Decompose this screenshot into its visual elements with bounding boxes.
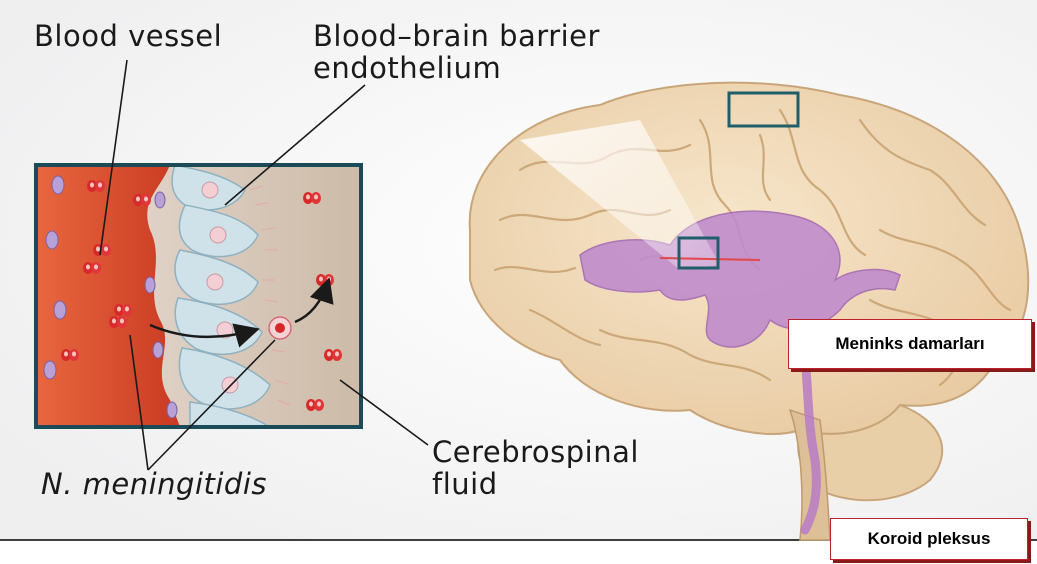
label-bbb-line2: endothelium [313,52,501,84]
label-n-meningitidis: N. meningitidis [41,468,267,500]
label-csf-line2: fluid [432,468,498,500]
callout-koroid-pleksus: Koroid pleksus [830,518,1028,560]
inset-panel [36,165,361,427]
callout-meninks-damarlari: Meninks damarları [788,319,1032,369]
label-bbb-line1: Blood–brain barrier [313,20,600,52]
label-blood-vessel: Blood vessel [34,20,222,52]
label-csf-line1: Cerebrospinal [432,436,639,468]
